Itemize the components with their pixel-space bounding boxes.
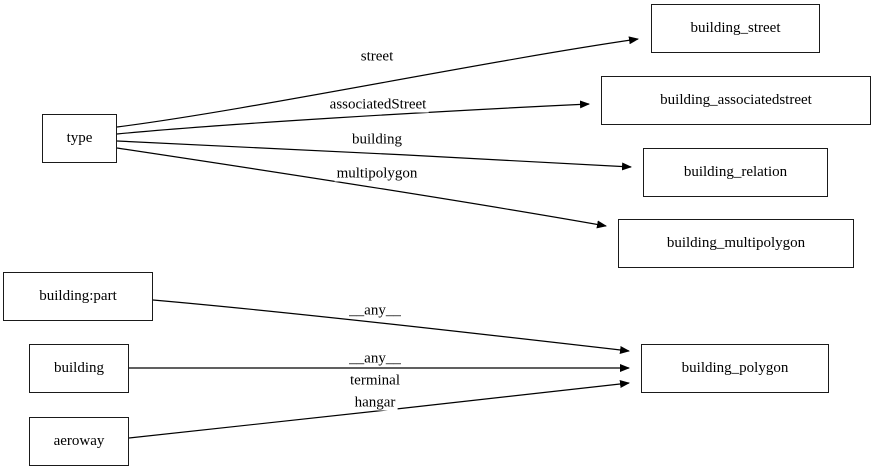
- edge-label: __any__: [347, 302, 403, 319]
- graph-node-building-part[interactable]: building:part: [3, 272, 153, 321]
- node-label: building_associatedstreet: [660, 92, 812, 108]
- node-label: building: [53, 360, 104, 376]
- graph-node-type[interactable]: type: [42, 114, 117, 163]
- node-label: building_polygon: [681, 360, 789, 376]
- graph-edge-type-to-building-multipolygon: [116, 147, 607, 229]
- edge-label: multipolygon: [334, 165, 420, 182]
- graph-node-building-relation[interactable]: building_relation: [643, 148, 828, 197]
- graph-node-building[interactable]: building: [29, 344, 129, 393]
- graph-edge-building-part-to-building-polygon: [152, 299, 630, 354]
- graph-node-aeroway[interactable]: aeroway: [29, 417, 129, 466]
- graph-node-building-street[interactable]: building_street: [651, 4, 820, 53]
- edge-label: associatedStreet: [327, 96, 429, 113]
- graph-node-building-multipolygon[interactable]: building_multipolygon: [618, 219, 854, 268]
- graph-edge-type-to-building-relation: [116, 140, 632, 171]
- graph-edge-aeroway-to-building-polygon: [128, 380, 630, 439]
- graph-edge-type-to-building-street: [116, 36, 639, 128]
- node-label: building_multipolygon: [666, 235, 806, 251]
- edge-label: hangar: [352, 394, 398, 411]
- node-label: type: [66, 130, 93, 146]
- graph-node-building-polygon[interactable]: building_polygon: [641, 344, 829, 393]
- node-label: building_street: [690, 20, 781, 36]
- graph-edge-type-to-building-associatedstreet: [116, 100, 590, 135]
- node-label: building_relation: [683, 164, 788, 180]
- edge-label: terminal: [348, 372, 402, 389]
- graph-node-building-associatedstreet[interactable]: building_associatedstreet: [601, 76, 871, 125]
- edge-label: building: [349, 131, 405, 148]
- node-label: building:part: [39, 288, 117, 304]
- edge-label: street: [358, 48, 396, 65]
- edge-paths: [116, 36, 639, 439]
- edge-label: __any__: [347, 350, 403, 367]
- node-label: aeroway: [53, 433, 105, 449]
